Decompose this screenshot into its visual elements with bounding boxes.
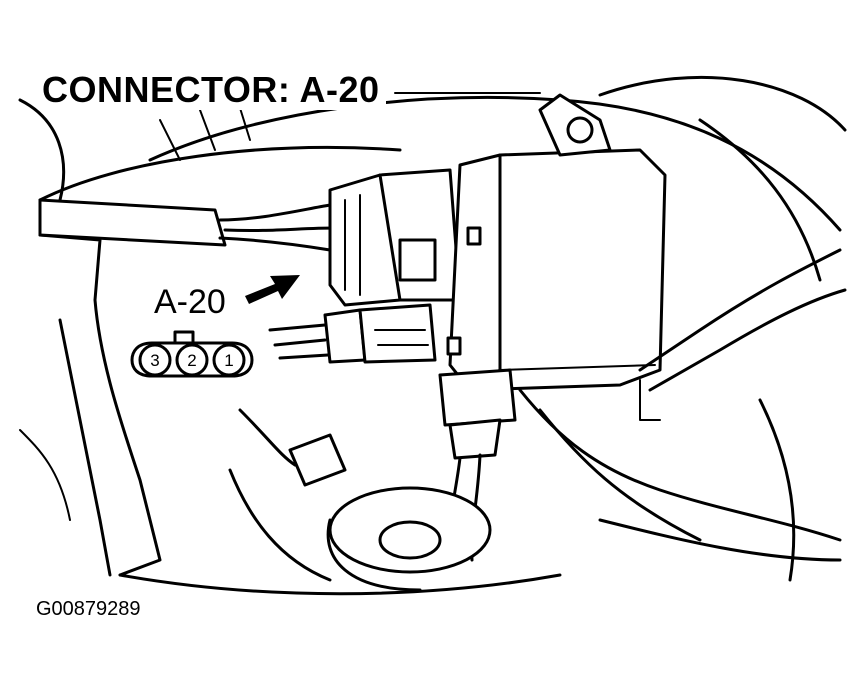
arrow-right-icon	[245, 275, 300, 304]
pin-3-label: 3	[150, 351, 159, 370]
connector-face-symbol: 3 2 1	[130, 330, 254, 378]
pin-1-label: 1	[224, 351, 233, 370]
figure-id: G00879289	[36, 598, 141, 620]
pin-2-label: 2	[187, 351, 196, 370]
connector-title: CONNECTOR: A-20	[38, 70, 386, 110]
connector-label: A-20	[150, 283, 230, 321]
